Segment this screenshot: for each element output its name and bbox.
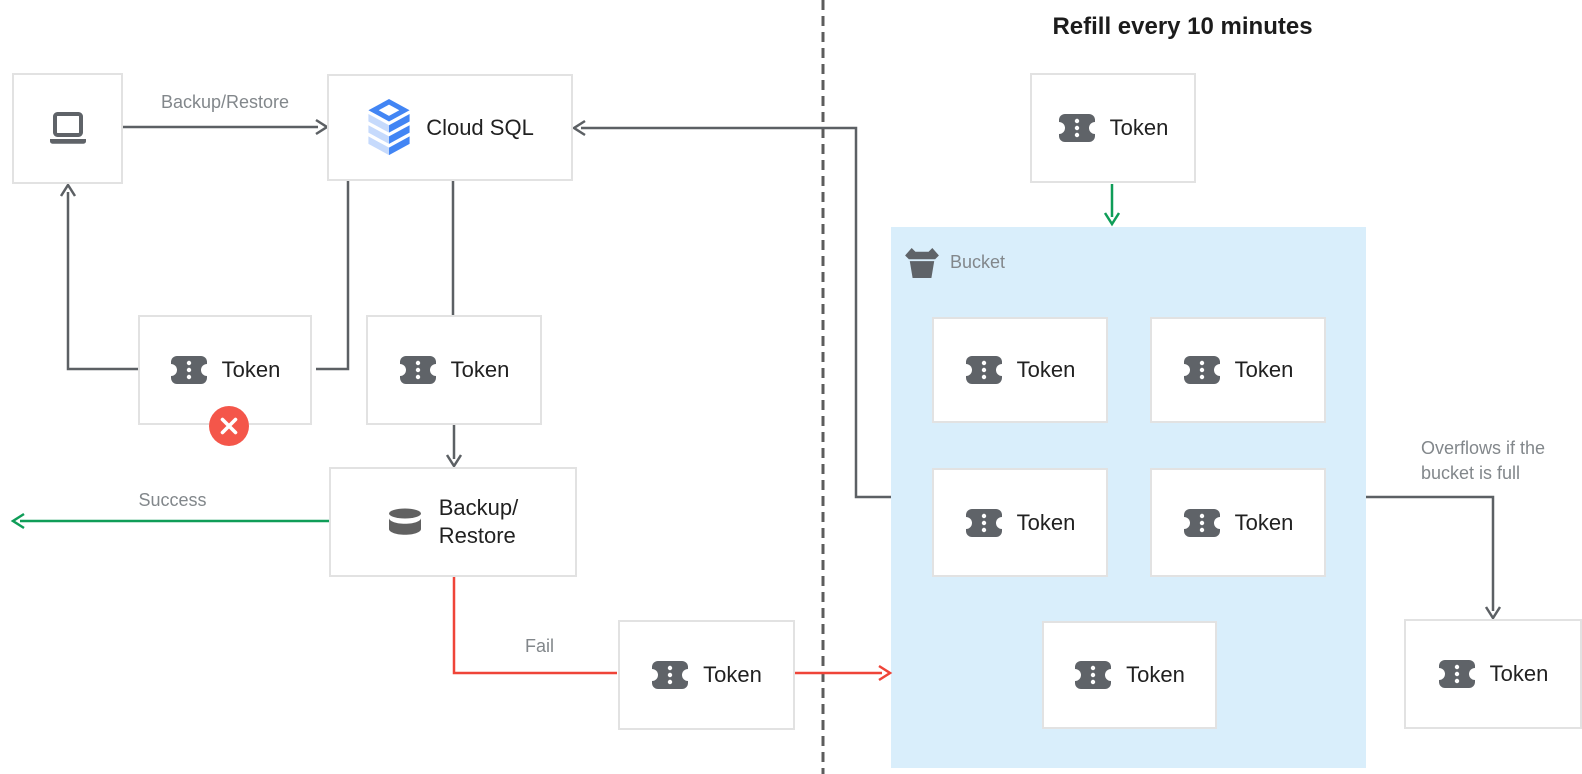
edge-label-success: Success bbox=[138, 490, 207, 510]
token-icon bbox=[651, 659, 689, 691]
token-icon bbox=[965, 354, 1003, 386]
backup-restore-node: Backup/ Restore bbox=[329, 467, 577, 577]
token-icon bbox=[1183, 507, 1221, 539]
token-label: Token bbox=[1126, 662, 1185, 687]
token-icon bbox=[399, 354, 437, 386]
cloud-sql-label: Cloud SQL bbox=[426, 114, 534, 140]
arrowhead-refill bbox=[1103, 212, 1121, 227]
line-fail bbox=[452, 577, 617, 675]
overflow-token-node: Token bbox=[1404, 619, 1582, 729]
token-icon bbox=[965, 507, 1003, 539]
line-bucket-overflow bbox=[1366, 495, 1495, 611]
arrowhead-to-backup bbox=[445, 454, 463, 469]
arrowhead-to-cloudsql bbox=[571, 119, 586, 137]
overflow-note-line2: bucket is full bbox=[1421, 463, 1521, 484]
laptop-icon bbox=[46, 112, 90, 146]
token-icon bbox=[1074, 659, 1112, 691]
bucket-token-node: Token bbox=[1150, 317, 1326, 423]
line-token-rejected-to-client bbox=[66, 192, 138, 371]
bucket-title: Bucket bbox=[950, 252, 1006, 272]
token-label: Token bbox=[1234, 509, 1294, 535]
backup-restore-label-line2: Restore bbox=[438, 523, 516, 548]
token-node-fail: Token bbox=[618, 620, 795, 730]
line-cloudsql-to-token-rejected bbox=[316, 181, 350, 371]
overflow-note-line1: Overflows if the bbox=[1421, 438, 1546, 458]
token-icon bbox=[170, 354, 208, 386]
token-label: Token bbox=[221, 357, 281, 382]
token-node-request: Token bbox=[366, 315, 542, 425]
bucket-token-node: Token bbox=[932, 468, 1108, 577]
backup-restore-label: Backup/ Restore bbox=[439, 494, 519, 550]
arrowhead-client-to-cloudsql bbox=[315, 118, 330, 136]
token-label: Token bbox=[1109, 115, 1169, 140]
backup-restore-label-line1: Backup/ bbox=[438, 494, 519, 520]
bucket-icon bbox=[905, 247, 939, 278]
arrowhead-success bbox=[10, 512, 25, 530]
overflow-note: Overflows if the bucket is full bbox=[1421, 436, 1581, 486]
edge-label-fail: Fail bbox=[524, 636, 554, 656]
token-icon bbox=[1183, 354, 1221, 386]
token-label: Token bbox=[1016, 509, 1076, 535]
token-label: Token bbox=[1489, 661, 1549, 686]
token-node-rejected: Token bbox=[138, 315, 312, 425]
token-label: Token bbox=[1016, 357, 1076, 382]
cloud-sql-node: Cloud SQL bbox=[327, 74, 573, 181]
token-label: Token bbox=[450, 357, 510, 382]
token-label: Token bbox=[1234, 357, 1294, 382]
line-bucket-to-cloudsql bbox=[581, 126, 891, 499]
client-node bbox=[12, 73, 123, 184]
token-icon bbox=[1438, 658, 1476, 690]
arrowhead-overflow bbox=[1484, 606, 1502, 621]
arrowhead-to-client bbox=[59, 182, 77, 197]
bucket-token-node: Token bbox=[932, 317, 1108, 423]
bucket-token-node: Token bbox=[1042, 621, 1217, 729]
database-icon bbox=[388, 508, 422, 536]
bucket-header: Bucket bbox=[905, 247, 1005, 278]
token-label: Token bbox=[703, 662, 762, 687]
arrowhead-fail-to-bucket bbox=[878, 664, 893, 682]
error-x-icon bbox=[209, 406, 249, 446]
bucket-token-node: Token bbox=[1150, 468, 1326, 577]
token-icon bbox=[1058, 112, 1096, 144]
cloud-sql-icon bbox=[366, 99, 412, 157]
refill-token-node: Token bbox=[1030, 73, 1196, 183]
refill-title: Refill every 10 minutes bbox=[1052, 13, 1313, 40]
edge-label-backup-restore: Backup/Restore bbox=[160, 92, 290, 112]
